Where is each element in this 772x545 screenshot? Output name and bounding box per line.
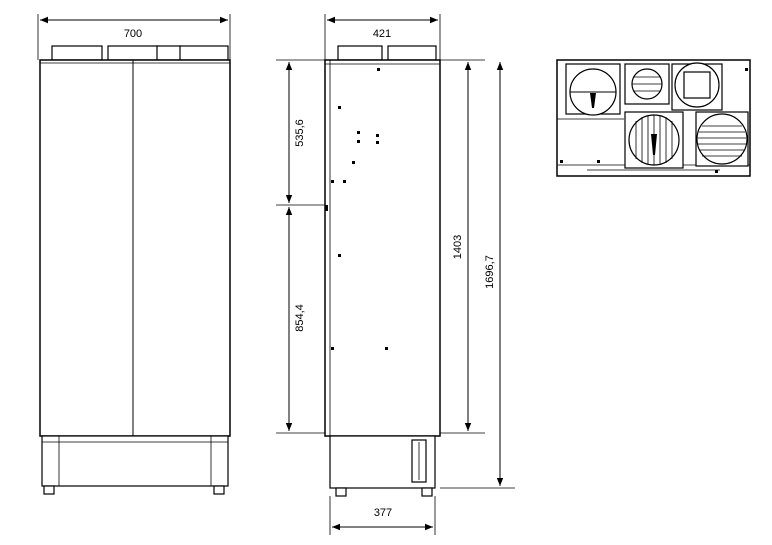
front-foot-right	[213, 485, 225, 495]
front-top-collar-1	[51, 45, 103, 61]
side-top-collar-1	[337, 45, 383, 61]
side-view: 421	[276, 14, 515, 535]
side-hinge-mark	[325, 205, 328, 211]
total-height-label: 1696,7	[484, 255, 496, 289]
body-height-label: 1403	[452, 235, 464, 259]
top-view-duct-1	[565, 63, 621, 116]
base-depth-label: 377	[374, 507, 392, 519]
side-depth-label: 421	[373, 28, 391, 40]
top-view-duct-4	[624, 111, 684, 169]
top-view-duct-2	[624, 63, 670, 105]
front-top-collar-3	[156, 45, 182, 61]
front-width-label: 700	[124, 28, 142, 40]
side-fastener-dots	[331, 68, 388, 350]
front-view: 700	[37, 14, 231, 495]
front-top-collar-4	[179, 45, 229, 61]
top-view-duct-3	[671, 62, 723, 111]
top-view	[556, 59, 751, 177]
top-view-fastener-dots	[560, 68, 748, 173]
top-view-duct-5	[695, 111, 749, 167]
side-top-collar-2	[387, 45, 437, 61]
front-foot-left	[43, 485, 55, 495]
side-foot-left	[335, 487, 347, 497]
side-foot-right	[421, 487, 433, 497]
front-base	[41, 435, 229, 487]
lower-height-label: 854,4	[294, 304, 306, 332]
front-top-collar-2	[107, 45, 159, 61]
upper-height-label: 535,6	[294, 119, 306, 147]
side-cabinet	[324, 59, 441, 437]
front-cabinet	[39, 59, 231, 437]
